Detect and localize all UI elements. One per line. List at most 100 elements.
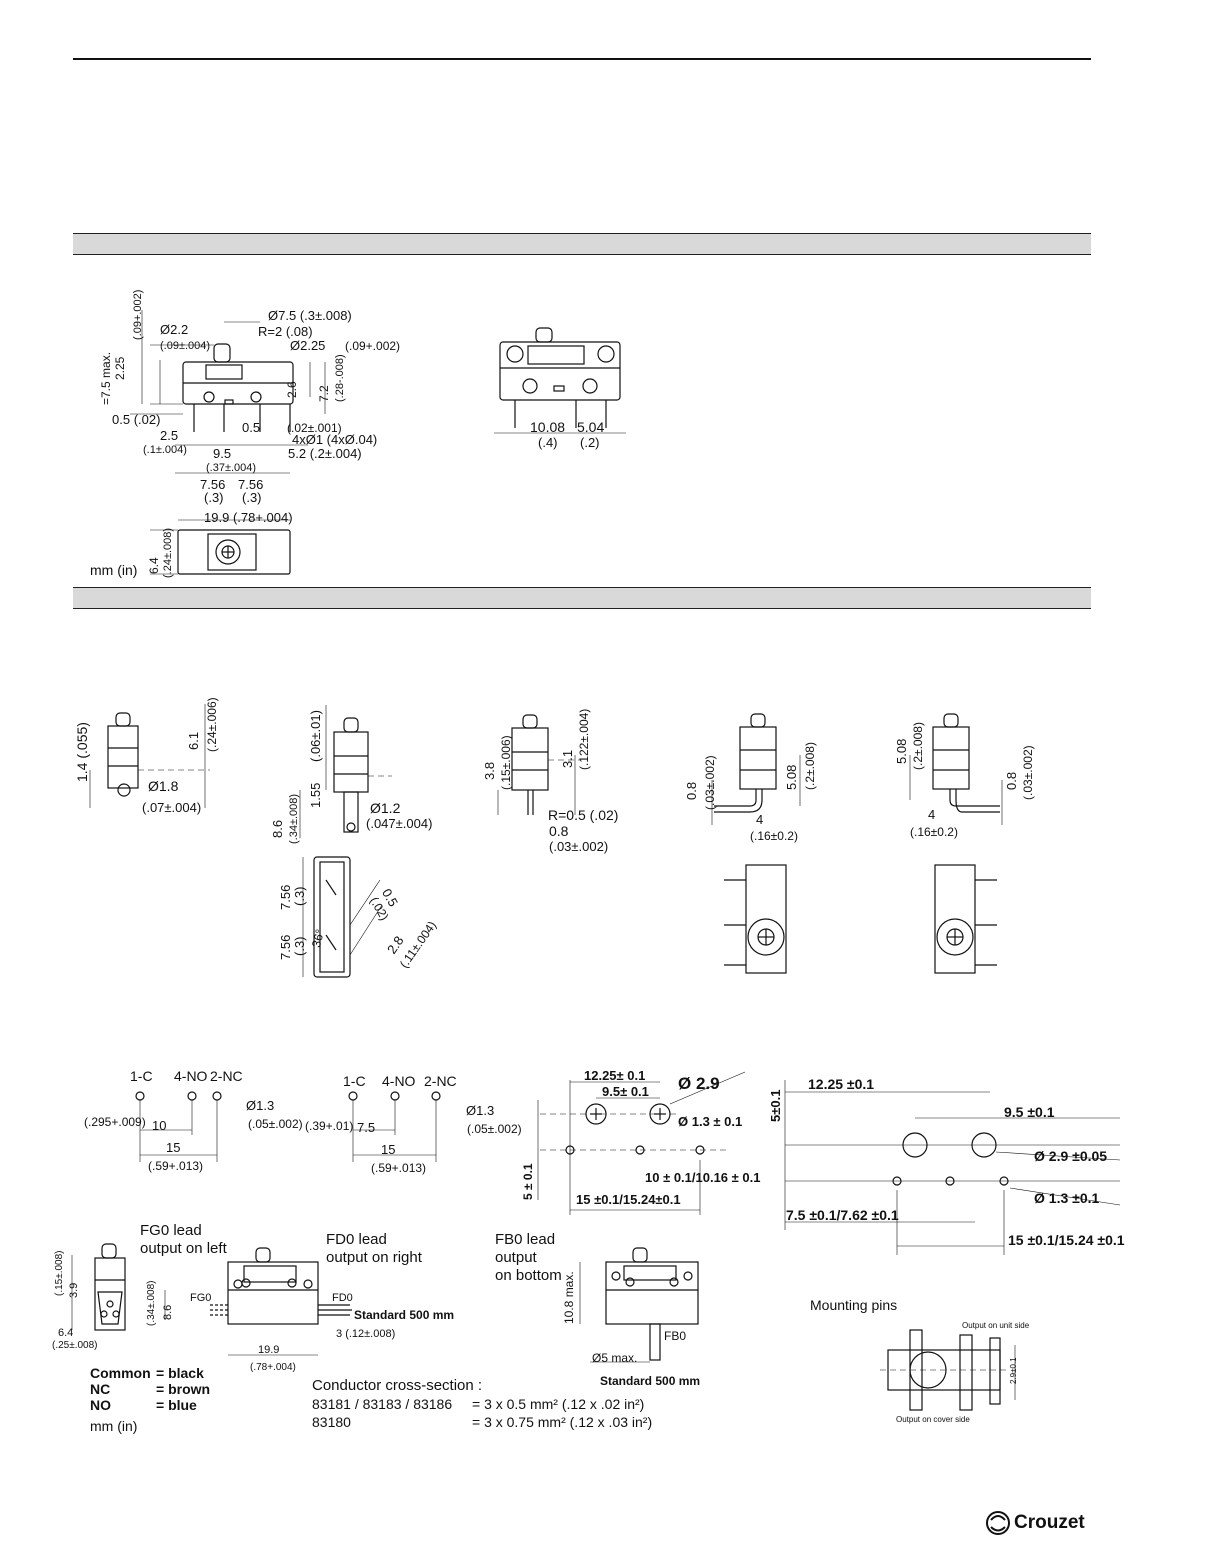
v4-dim-a-in: (.03±.002) xyxy=(703,755,717,810)
v4-dim-c-in: (.16±0.2) xyxy=(750,829,798,843)
dim-h39-in: (.15±.008) xyxy=(54,1250,65,1296)
dim-l3: 3 (.12±.008) xyxy=(336,1328,396,1340)
dim-h64b: 6.4 xyxy=(58,1327,74,1339)
fg0-label: FG0 lead output on left xyxy=(140,1222,227,1257)
standard-length-1: Standard 500 mm xyxy=(354,1308,455,1322)
v3-dim-b-in: (.122±.004) xyxy=(577,708,591,770)
pcb1-f: 15 ±0.1/15.24±0.1 xyxy=(576,1192,681,1207)
v2-dim-c: 1.55 xyxy=(308,782,323,808)
variant-1-drawing xyxy=(89,704,210,808)
pcb2-a: 12.25 ±0.1 xyxy=(808,1076,875,1092)
variant-2-drawing xyxy=(299,705,392,978)
pins1-a: (.295+.009) xyxy=(84,1115,146,1129)
v1-dim-c-in: (.07±.004) xyxy=(142,800,202,815)
dim-h64-in: (.24±.008) xyxy=(162,527,174,578)
dim-holes: 4xØ1 (4xØ.04) xyxy=(292,432,378,447)
standard-length-2: Standard 500 mm xyxy=(600,1374,701,1388)
v5-dim-a-in: (.2±.008) xyxy=(911,722,925,770)
pcb2-d: Ø 1.3 ±0.1 xyxy=(1034,1190,1100,1206)
v4-dim-c: 4 xyxy=(756,812,764,827)
v3-dim-a-in: (.15±.006) xyxy=(499,735,513,790)
pins1-d: Ø1.3 xyxy=(246,1098,275,1113)
dim-p1008-in: (.4) xyxy=(538,435,558,450)
dim-p504: 5.04 xyxy=(577,419,605,435)
dim-p504-in: (.2) xyxy=(580,435,600,450)
pin-layout-1 xyxy=(135,1091,222,1162)
dim-p05b: 0.5 xyxy=(242,420,261,435)
pins1-d-in: (.05±.002) xyxy=(248,1117,303,1131)
v5-dim-b: 0.8 xyxy=(1004,771,1019,790)
dim-p756b-in: (.3) xyxy=(242,490,262,505)
v4-dim-b: 5.08 xyxy=(784,764,799,790)
dim-h72: 7.2 xyxy=(317,385,331,402)
variant-5-drawing xyxy=(909,713,1003,974)
conductor-title: Conductor cross-section : xyxy=(312,1377,483,1394)
pins1-b: 10 xyxy=(152,1118,167,1133)
dim-p05b-in: (.02±.001) xyxy=(287,421,342,435)
dim-r2: R=2 (.08) xyxy=(258,324,313,339)
dim-h64b-in: (.25±.008) xyxy=(52,1340,98,1351)
variant-3-drawing xyxy=(497,714,580,815)
v5-dim-c: 4 xyxy=(928,807,936,822)
pcb2-g: 5±0.1 xyxy=(768,1089,783,1122)
conductor-row-2-key: 83180 xyxy=(312,1414,351,1430)
pins1-c: 1-C xyxy=(130,1068,153,1084)
dim-d22: Ø2.2 xyxy=(160,322,189,337)
dim-h29: 2.9±0.1 xyxy=(1009,1357,1018,1384)
v4-dim-a: 0.8 xyxy=(684,781,699,800)
fb0-tag: FB0 xyxy=(664,1329,687,1343)
pcb1-e: 10 ± 0.1/10.16 ± 0.1 xyxy=(645,1170,761,1185)
pin-layout-2 xyxy=(348,1091,441,1162)
dim-w199b-in: (.78+.004) xyxy=(250,1362,296,1373)
fd0-label: FD0 lead output on right xyxy=(326,1231,422,1266)
crouzet-logo-icon xyxy=(986,1511,1010,1535)
conductor-row-2-value: = 3 x 0.75 mm² (.12 x .03 in²) xyxy=(472,1414,653,1430)
pcb1-d: Ø 1.3 ± 0.1 xyxy=(678,1114,743,1129)
pins1-nc: 2-NC xyxy=(210,1068,243,1084)
pcb2-b: 9.5 ±0.1 xyxy=(1004,1104,1055,1120)
pcb2-c: Ø 2.9 ±0.05 xyxy=(1034,1148,1108,1164)
conductor-row-1-value: = 3 x 0.5 mm² (.12 x .02 in²) xyxy=(472,1396,645,1412)
v2-dim-d-in: (.047±.004) xyxy=(366,816,433,831)
dim-h108: 10.8 max. xyxy=(562,1271,576,1324)
fd0-lead-drawing xyxy=(164,1247,352,1356)
v3-dim-b: 3.1 xyxy=(560,749,575,768)
output-cover-side: Output on cover side xyxy=(896,1415,970,1424)
v4-dim-b-in: (.2±.008) xyxy=(803,742,817,790)
section-band-2 xyxy=(73,587,1091,609)
output-unit-side: Output on unit side xyxy=(962,1321,1030,1330)
fb0-lead-drawing xyxy=(579,1247,699,1363)
dim-d225: Ø2.25 xyxy=(290,338,326,353)
v5-dim-a: 5.08 xyxy=(894,738,909,764)
v3-dim-c: R=0.5 (.02) xyxy=(548,807,619,823)
section-band-1 xyxy=(73,233,1091,255)
fg0-tag: FG0 xyxy=(190,1292,212,1304)
v3-dim-d: 0.8 xyxy=(549,823,569,839)
pcb1-g: 5 ± 0.1 xyxy=(521,1163,535,1200)
dim-d22-in: (.09±.004) xyxy=(160,340,211,352)
v1-dim-b: 6.1 xyxy=(186,731,201,750)
dim-h28: (.28-.008) xyxy=(334,354,346,402)
v2b-dim-a-in: (.3) xyxy=(292,886,307,907)
v3-dim-d-in: (.03±.002) xyxy=(549,839,609,854)
mounting-pins-drawing xyxy=(880,1329,1016,1411)
dim-h26: 2.6 xyxy=(285,381,299,398)
switch-front-view xyxy=(130,310,326,474)
wire-color-legend: Common= black NC= brown NO= blue xyxy=(90,1365,211,1413)
dim-p756a-in: (.3) xyxy=(204,490,224,505)
dim-p25-in: (.1±.004) xyxy=(143,444,187,456)
pins2-d: Ø1.3 xyxy=(466,1103,495,1118)
dim-p756a: 7.56 xyxy=(200,477,226,492)
v2-dim-b: 8.6 xyxy=(270,819,285,838)
pcb2-f: 15 ±0.1/15.24 ±0.1 xyxy=(1008,1232,1125,1248)
switch-side-view xyxy=(494,327,626,434)
dim-h39: 3.9 xyxy=(68,1282,80,1298)
mounting-pins-label: Mounting pins xyxy=(810,1297,898,1313)
dim-w199b: 19.9 xyxy=(258,1344,280,1356)
dim-h86-in: (.34±.008) xyxy=(146,1280,157,1326)
fb0-label: FB0 lead output on bottom xyxy=(495,1231,562,1284)
v1-dim-c: Ø1.8 xyxy=(148,778,179,794)
pins2-d-in: (.05±.002) xyxy=(467,1122,522,1136)
pcb-layout-2 xyxy=(784,1080,1121,1255)
